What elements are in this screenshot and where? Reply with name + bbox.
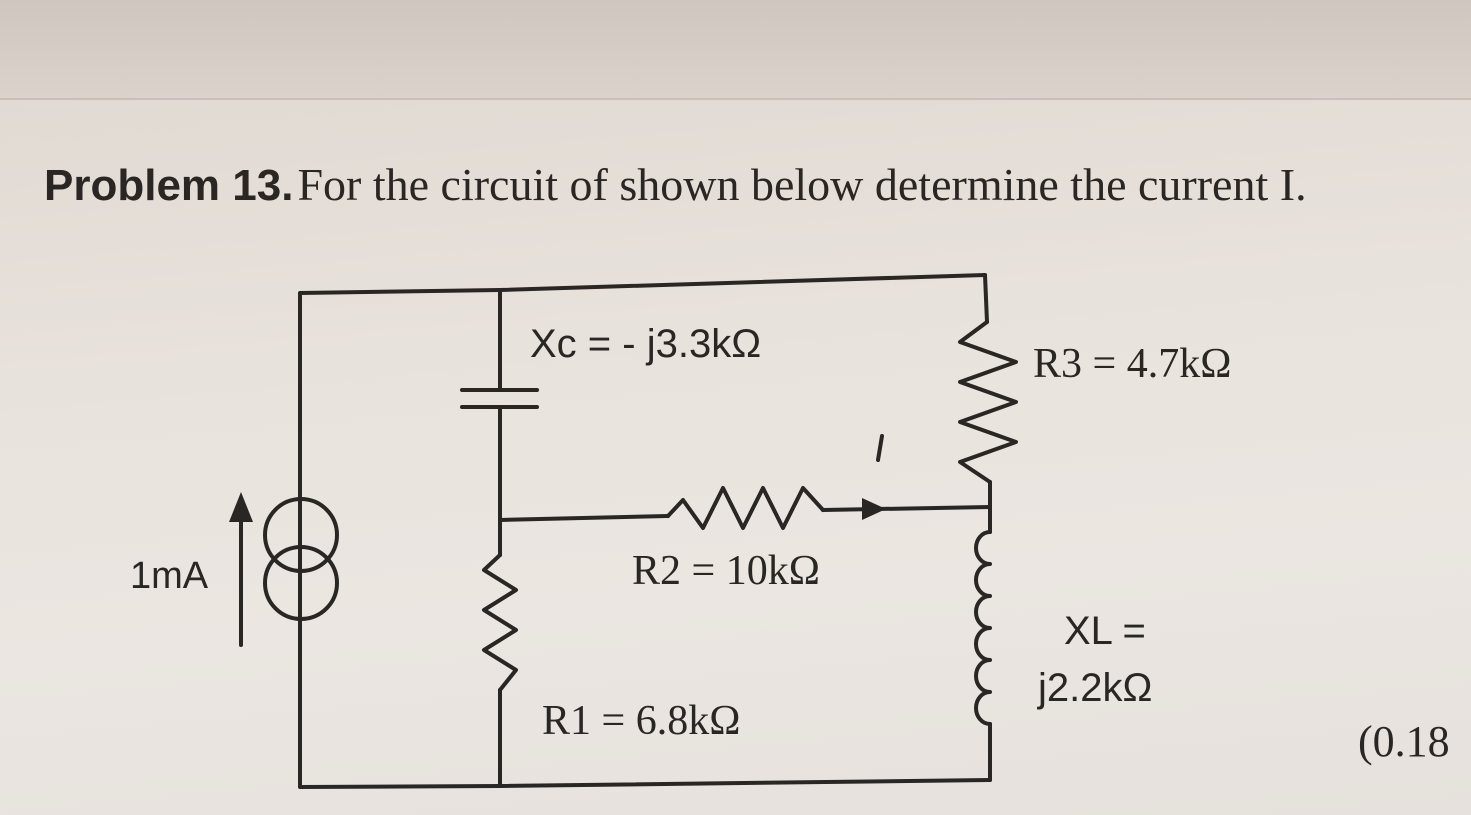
current-source-circle-lower	[263, 545, 339, 621]
wire-bottom	[498, 778, 992, 788]
source-label: 1mA	[130, 555, 209, 597]
current-indicator-line	[876, 434, 884, 462]
answer-fragment: (0.18	[1358, 717, 1450, 766]
wire-r2-left	[498, 514, 670, 522]
wire-r3-top	[983, 273, 989, 324]
problem-text: For the circuit of shown below determine…	[297, 159, 1307, 210]
wire-top	[498, 273, 987, 292]
page-top-band	[0, 0, 1471, 100]
inductor-label-line1: XL =	[1064, 609, 1146, 653]
resistor-r1-label: R1 = 6.8kΩ	[542, 698, 740, 744]
wire-left-loop	[298, 288, 502, 789]
resistor-r3	[958, 320, 1018, 484]
problem-label: Problem 13.	[44, 161, 294, 210]
wire-r2-right	[821, 505, 992, 512]
inductor-label-line2: j2.2kΩ	[1037, 666, 1152, 710]
problem-statement: Problem 13. For the circuit of shown bel…	[44, 158, 1444, 211]
source-arrow-up-icon	[229, 492, 253, 522]
inductor-xl	[974, 530, 992, 726]
resistor-r1	[482, 553, 518, 692]
resistor-r2	[666, 486, 825, 530]
current-arrow-icon	[862, 498, 886, 520]
resistor-r2-label: R2 = 10kΩ	[632, 548, 820, 594]
capacitor-label: Xc = - j3.3kΩ	[530, 322, 761, 366]
current-source-circle-upper	[263, 497, 339, 573]
resistor-r3-label: R3 = 4.7kΩ	[1033, 341, 1231, 387]
